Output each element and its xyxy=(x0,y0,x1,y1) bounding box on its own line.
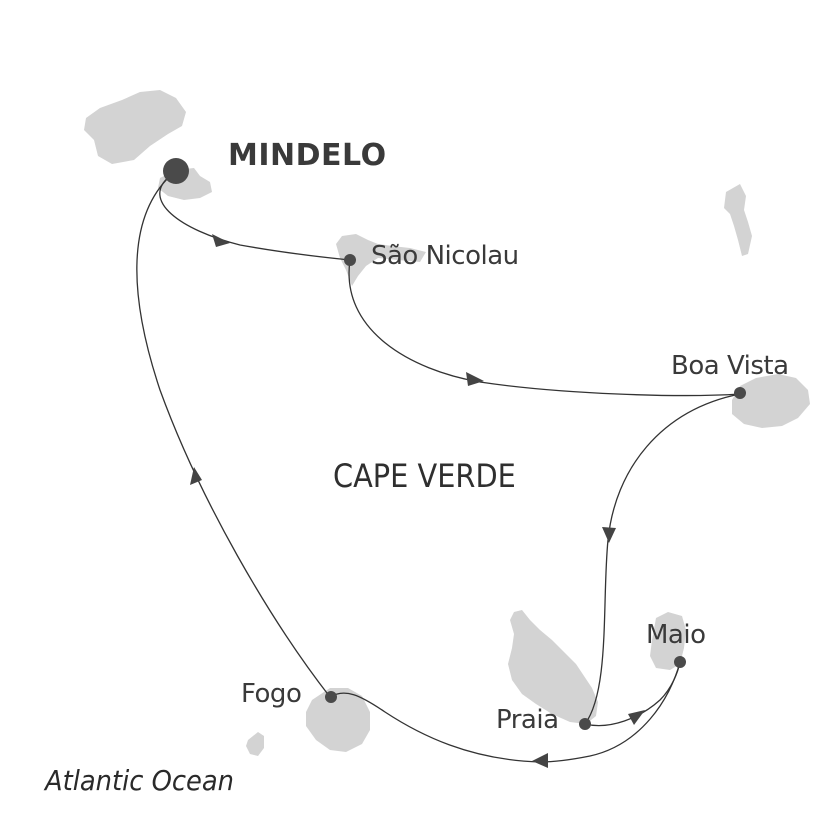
route-maio-return xyxy=(539,661,681,763)
region-label: CAPE VERDE xyxy=(333,457,516,495)
ocean-label: Atlantic Ocean xyxy=(45,764,235,797)
island-sao-nicolau xyxy=(336,234,426,286)
island-santo-antao xyxy=(84,90,186,164)
arrow-icon xyxy=(602,527,616,543)
port-dot-sao-nicolau[interactable] xyxy=(344,254,356,266)
route-to-fogo xyxy=(329,692,541,763)
port-dot-boa-vista[interactable] xyxy=(734,387,746,399)
arrow-icon xyxy=(532,753,548,768)
port-label-mindelo: MINDELO xyxy=(228,138,387,173)
island-sal xyxy=(724,184,752,256)
route-mindelo-sao-nicolau xyxy=(159,175,351,261)
arrow-icon xyxy=(190,467,202,485)
port-dot-fogo[interactable] xyxy=(325,691,337,703)
port-label-praia: Praia xyxy=(496,705,559,735)
island-maio xyxy=(650,612,686,670)
arrow-icon xyxy=(212,234,230,247)
port-dot-mindelo[interactable] xyxy=(163,158,189,184)
port-label-boa-vista: Boa Vista xyxy=(671,351,789,381)
route-fogo-mindelo xyxy=(136,175,331,698)
port-dot-maio[interactable] xyxy=(674,656,686,668)
arrow-icon xyxy=(628,710,645,725)
port-label-maio: Maio xyxy=(646,620,706,650)
island-santiago xyxy=(508,610,598,724)
port-label-sao-nicolau: São Nicolau xyxy=(371,241,519,271)
island-brava xyxy=(246,732,264,756)
island-fogo xyxy=(306,688,370,752)
island-boa-vista xyxy=(732,374,810,428)
route-boa-vista-praia xyxy=(584,393,741,725)
port-dot-praia[interactable] xyxy=(579,718,591,730)
port-label-fogo: Fogo xyxy=(241,679,302,709)
arrow-icon xyxy=(466,372,484,386)
